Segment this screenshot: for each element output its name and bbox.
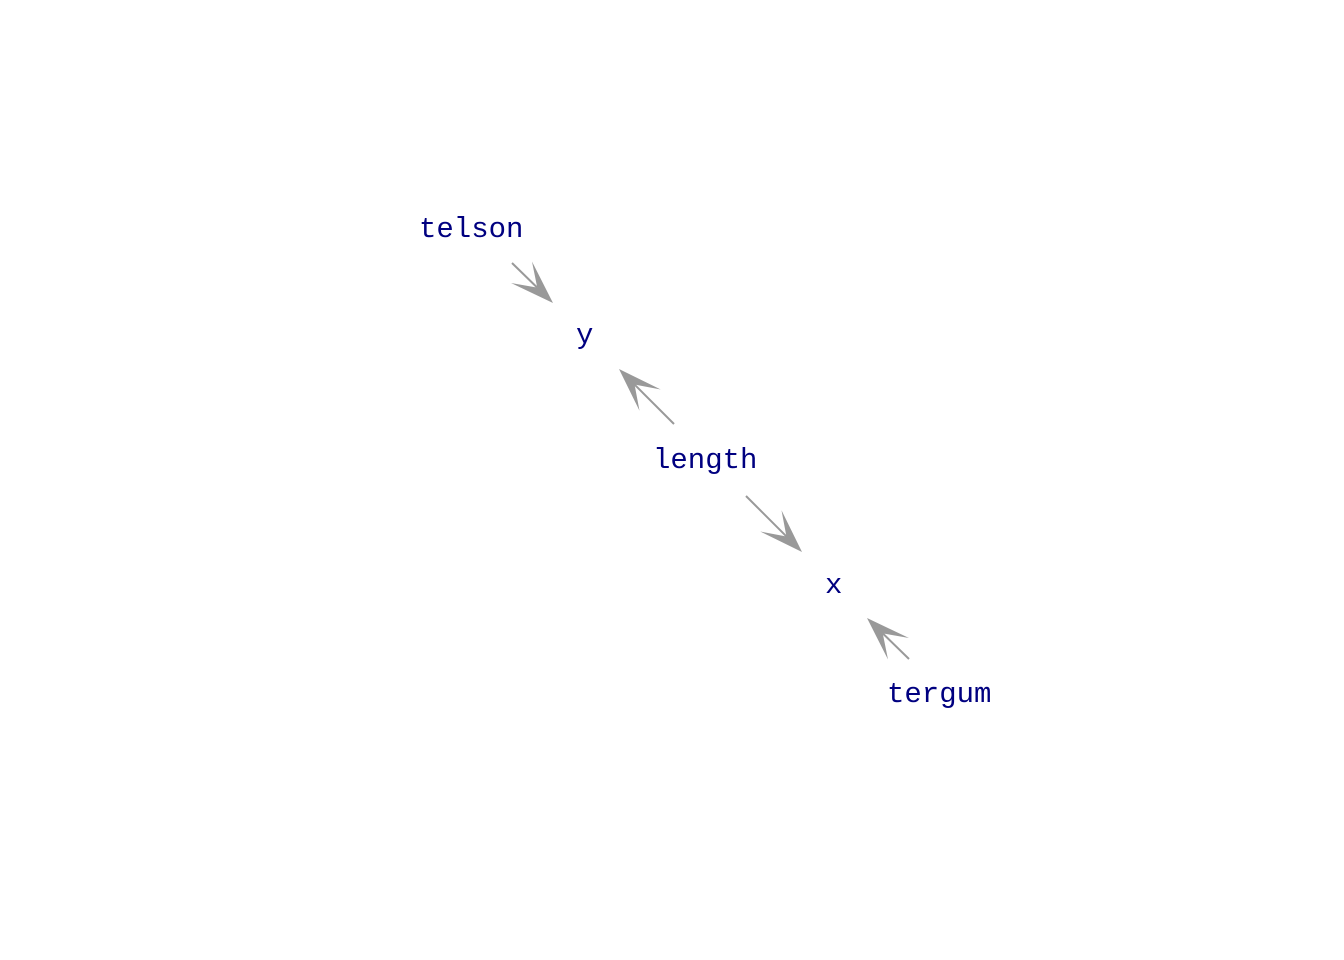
nodes-layer: telson y length x tergum xyxy=(419,213,991,711)
arrowhead-icon xyxy=(867,618,909,660)
edge-line xyxy=(745,495,788,538)
node-length: length xyxy=(653,444,757,477)
edge-line xyxy=(633,383,675,425)
node-tergum: tergum xyxy=(887,678,991,711)
arrowhead-icon xyxy=(619,369,661,411)
edge-line xyxy=(511,262,538,289)
edge-length-to-x xyxy=(745,495,802,552)
arrowhead-icon xyxy=(511,261,553,303)
node-y: y xyxy=(576,319,593,352)
arrowhead-icon xyxy=(760,510,802,552)
edge-tergum-to-x xyxy=(867,618,910,660)
edge-line xyxy=(882,632,910,660)
edge-length-to-y xyxy=(619,369,675,425)
edges-layer xyxy=(511,261,910,660)
edge-telson-to-y xyxy=(511,261,553,303)
node-telson: telson xyxy=(419,213,523,246)
node-x: x xyxy=(825,569,842,602)
